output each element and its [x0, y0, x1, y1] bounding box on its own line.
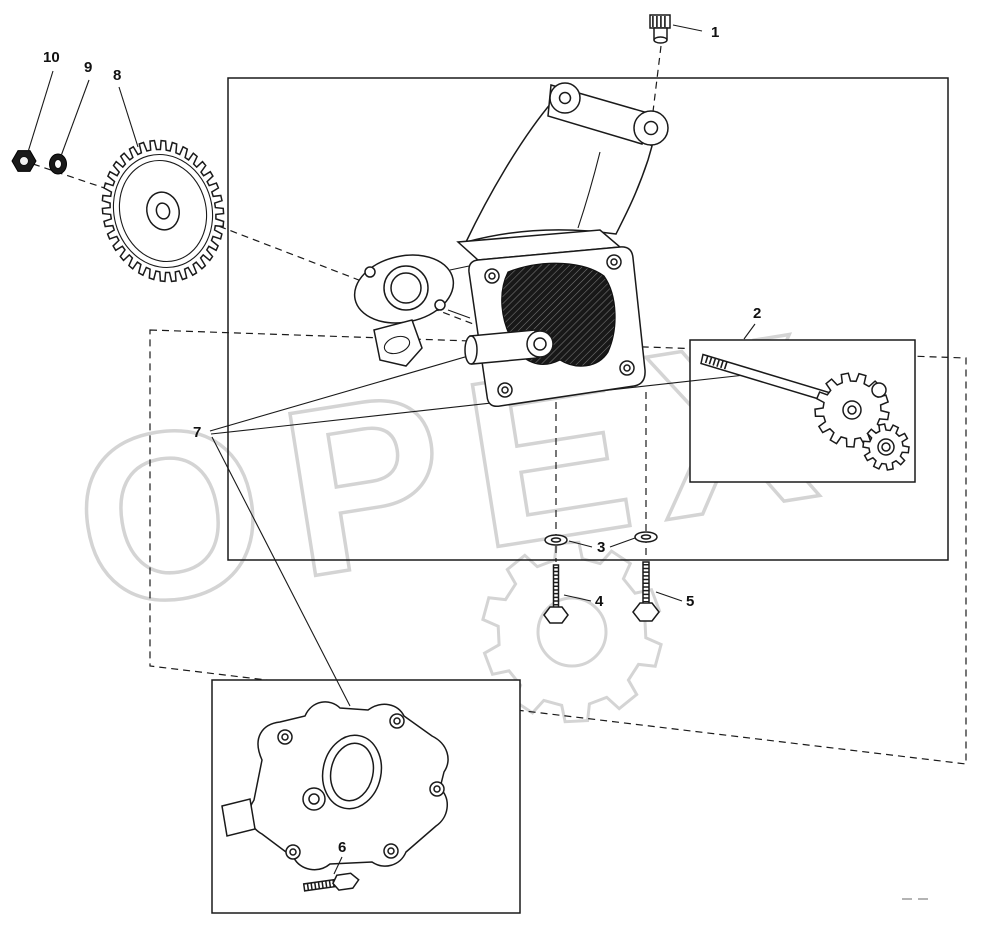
- pump-cover-plate: [221, 701, 449, 871]
- leader-2: [743, 323, 756, 340]
- callout-2: 2: [753, 305, 761, 322]
- bolt-4-head: [543, 606, 569, 624]
- cover-hole-4-inner: [387, 847, 395, 855]
- callout-10: 10: [43, 49, 60, 66]
- flange-hole-tr-inner: [610, 258, 618, 266]
- part-6-bolt: [302, 872, 360, 892]
- callout-7: 7: [193, 424, 201, 441]
- cover-side-tab: [221, 798, 256, 837]
- part-4-bolt: [543, 564, 569, 624]
- idler-gear-hole: [881, 442, 891, 452]
- cover-hole-2-inner: [393, 717, 401, 725]
- callout-6: 6: [338, 839, 346, 856]
- leader-3-right: [609, 537, 636, 548]
- cover-port-inner: [308, 793, 320, 805]
- callout-4: 4: [595, 593, 604, 610]
- flange-join-line-bottom: [447, 309, 471, 319]
- callout-8: 8: [113, 67, 121, 84]
- part-2-shaft-and-gears: [700, 353, 910, 471]
- alignment-line-plug: [650, 45, 662, 129]
- callout-5: 5: [686, 593, 694, 610]
- part-3-washers: [544, 531, 658, 546]
- leader-5: [655, 591, 683, 602]
- watermark-gear-hub: [536, 596, 608, 668]
- part-5-bolt: [632, 561, 660, 622]
- cover-hole-1-inner: [281, 733, 289, 741]
- cover-hole-5-inner: [289, 848, 297, 856]
- drive-gear-hole: [847, 405, 857, 415]
- bolt-5-head: [632, 602, 660, 622]
- inlet-bolt-hole-2: [434, 299, 446, 311]
- bracket-boss-right-hole: [643, 120, 659, 136]
- bracket-arm-ridge: [577, 151, 601, 229]
- flange-hole-bl-inner: [501, 386, 509, 394]
- callout-3: 3: [597, 539, 605, 556]
- part-10-nut: [11, 150, 37, 172]
- leader-7-to-shaft: [210, 374, 746, 435]
- flange-join-line-top: [449, 265, 470, 271]
- flange-hole-br-inner: [623, 364, 631, 372]
- bolt-6-thread: [306, 879, 335, 891]
- leader-3-left: [568, 540, 593, 548]
- shaft-sleeve-end: [464, 335, 478, 365]
- cover-main-opening-inner: [329, 742, 375, 802]
- outlet-opening: [383, 335, 411, 355]
- washer-left-hole: [550, 537, 562, 543]
- washer-hole: [54, 159, 62, 169]
- leader-8: [118, 86, 139, 148]
- watermark-gear-icon: [481, 540, 663, 724]
- sprocket-center-hole: [155, 202, 171, 220]
- callouts: 1 2 3 4 5 6 7 8 9 10: [27, 24, 761, 875]
- leader-9: [60, 79, 90, 157]
- plug-tip: [653, 36, 668, 44]
- leader-10: [27, 70, 54, 153]
- main-assembly-box: [227, 77, 949, 561]
- inlet-bolt-hole-1: [364, 266, 376, 278]
- leader-7-to-cover: [211, 436, 351, 707]
- pump-housing-assembly: [353, 82, 669, 408]
- shaft-bore-inner: [533, 337, 547, 351]
- inlet-port-inner: [390, 272, 422, 304]
- nut-hole: [19, 156, 29, 166]
- outlet-spout: [373, 319, 423, 367]
- callout-1: 1: [711, 24, 719, 41]
- leader-6: [333, 856, 343, 875]
- gear-pin: [871, 382, 887, 398]
- sprocket-rim-inner: [118, 159, 208, 263]
- leader-4: [563, 594, 592, 602]
- part-9-washer: [49, 153, 67, 175]
- part-1-plug: [649, 14, 671, 44]
- callout-9: 9: [84, 59, 92, 76]
- washer-right-hole: [640, 534, 652, 540]
- cover-hole-3-inner: [433, 785, 441, 793]
- flange-hole-tl-inner: [488, 272, 496, 280]
- bolt-6-head: [332, 872, 360, 891]
- part-8-sprocket: [101, 139, 225, 283]
- bracket-boss-left-hole: [558, 91, 572, 105]
- sprocket-rim-outer: [112, 153, 214, 269]
- leader-1: [672, 24, 703, 32]
